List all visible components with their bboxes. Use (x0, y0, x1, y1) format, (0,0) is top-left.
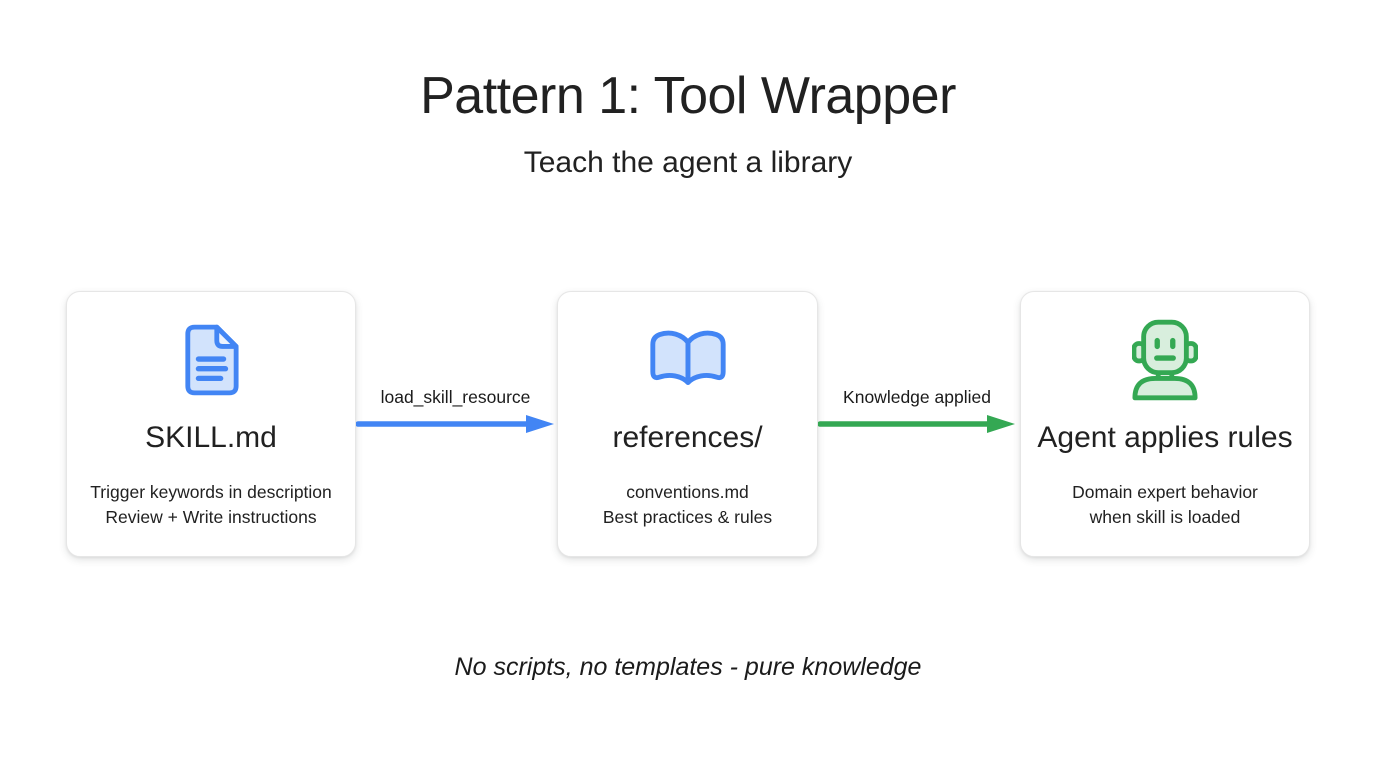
arrow-label: Knowledge applied (843, 387, 991, 407)
arrow-right-icon (818, 415, 1015, 433)
card-description: Trigger keywords in description Review +… (90, 480, 332, 529)
flow-arrow-load-skill-resource: load_skill_resource (356, 386, 555, 434)
arrow-label: load_skill_resource (380, 387, 531, 407)
card-description-line: Review + Write instructions (105, 506, 317, 527)
flow-arrow-knowledge-applied: Knowledge applied (818, 386, 1016, 434)
open-book-icon (645, 323, 731, 397)
card-title: Agent applies rules (1037, 421, 1293, 454)
card-description: conventions.md Best practices & rules (603, 480, 772, 529)
page-subtitle: Teach the agent a library (523, 146, 853, 179)
document-icon (182, 323, 240, 397)
page-title: Pattern 1: Tool Wrapper (420, 67, 956, 125)
card-references: references/ conventions.md Best practice… (557, 291, 818, 557)
card-agent-applies-rules: Agent applies rules Domain expert behavi… (1020, 291, 1310, 557)
footnote: No scripts, no templates - pure knowledg… (454, 653, 922, 681)
card-description-line: Trigger keywords in description (90, 482, 332, 502)
robot-icon (1132, 319, 1198, 401)
card-description-line: conventions.md (626, 482, 749, 502)
card-skill-md: SKILL.md Trigger keywords in description… (66, 291, 356, 557)
arrow-right-icon (356, 415, 554, 433)
card-title: SKILL.md (145, 421, 277, 454)
card-title: references/ (612, 421, 763, 454)
card-description-line: Best practices & rules (602, 506, 773, 527)
card-description: Domain expert behavior when skill is loa… (1072, 480, 1258, 529)
card-description-line: Domain expert behavior (1072, 482, 1258, 502)
card-description-line: when skill is loaded (1089, 506, 1241, 527)
